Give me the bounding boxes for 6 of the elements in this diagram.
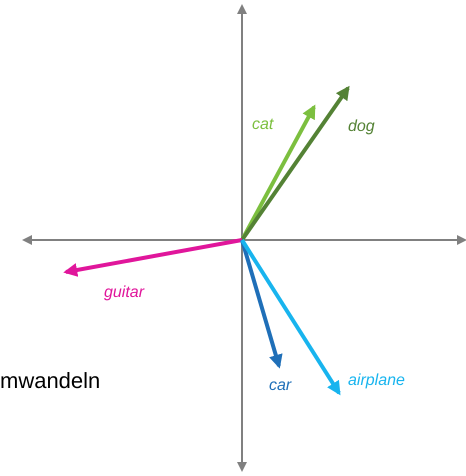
vector-label: dog <box>348 118 375 136</box>
vector-label: airplane <box>348 372 405 390</box>
vector-label: cat <box>252 116 274 134</box>
vector-label: car <box>269 377 292 395</box>
vector-label: guitar <box>104 284 144 302</box>
text-fragment: mwandeln <box>0 368 100 394</box>
